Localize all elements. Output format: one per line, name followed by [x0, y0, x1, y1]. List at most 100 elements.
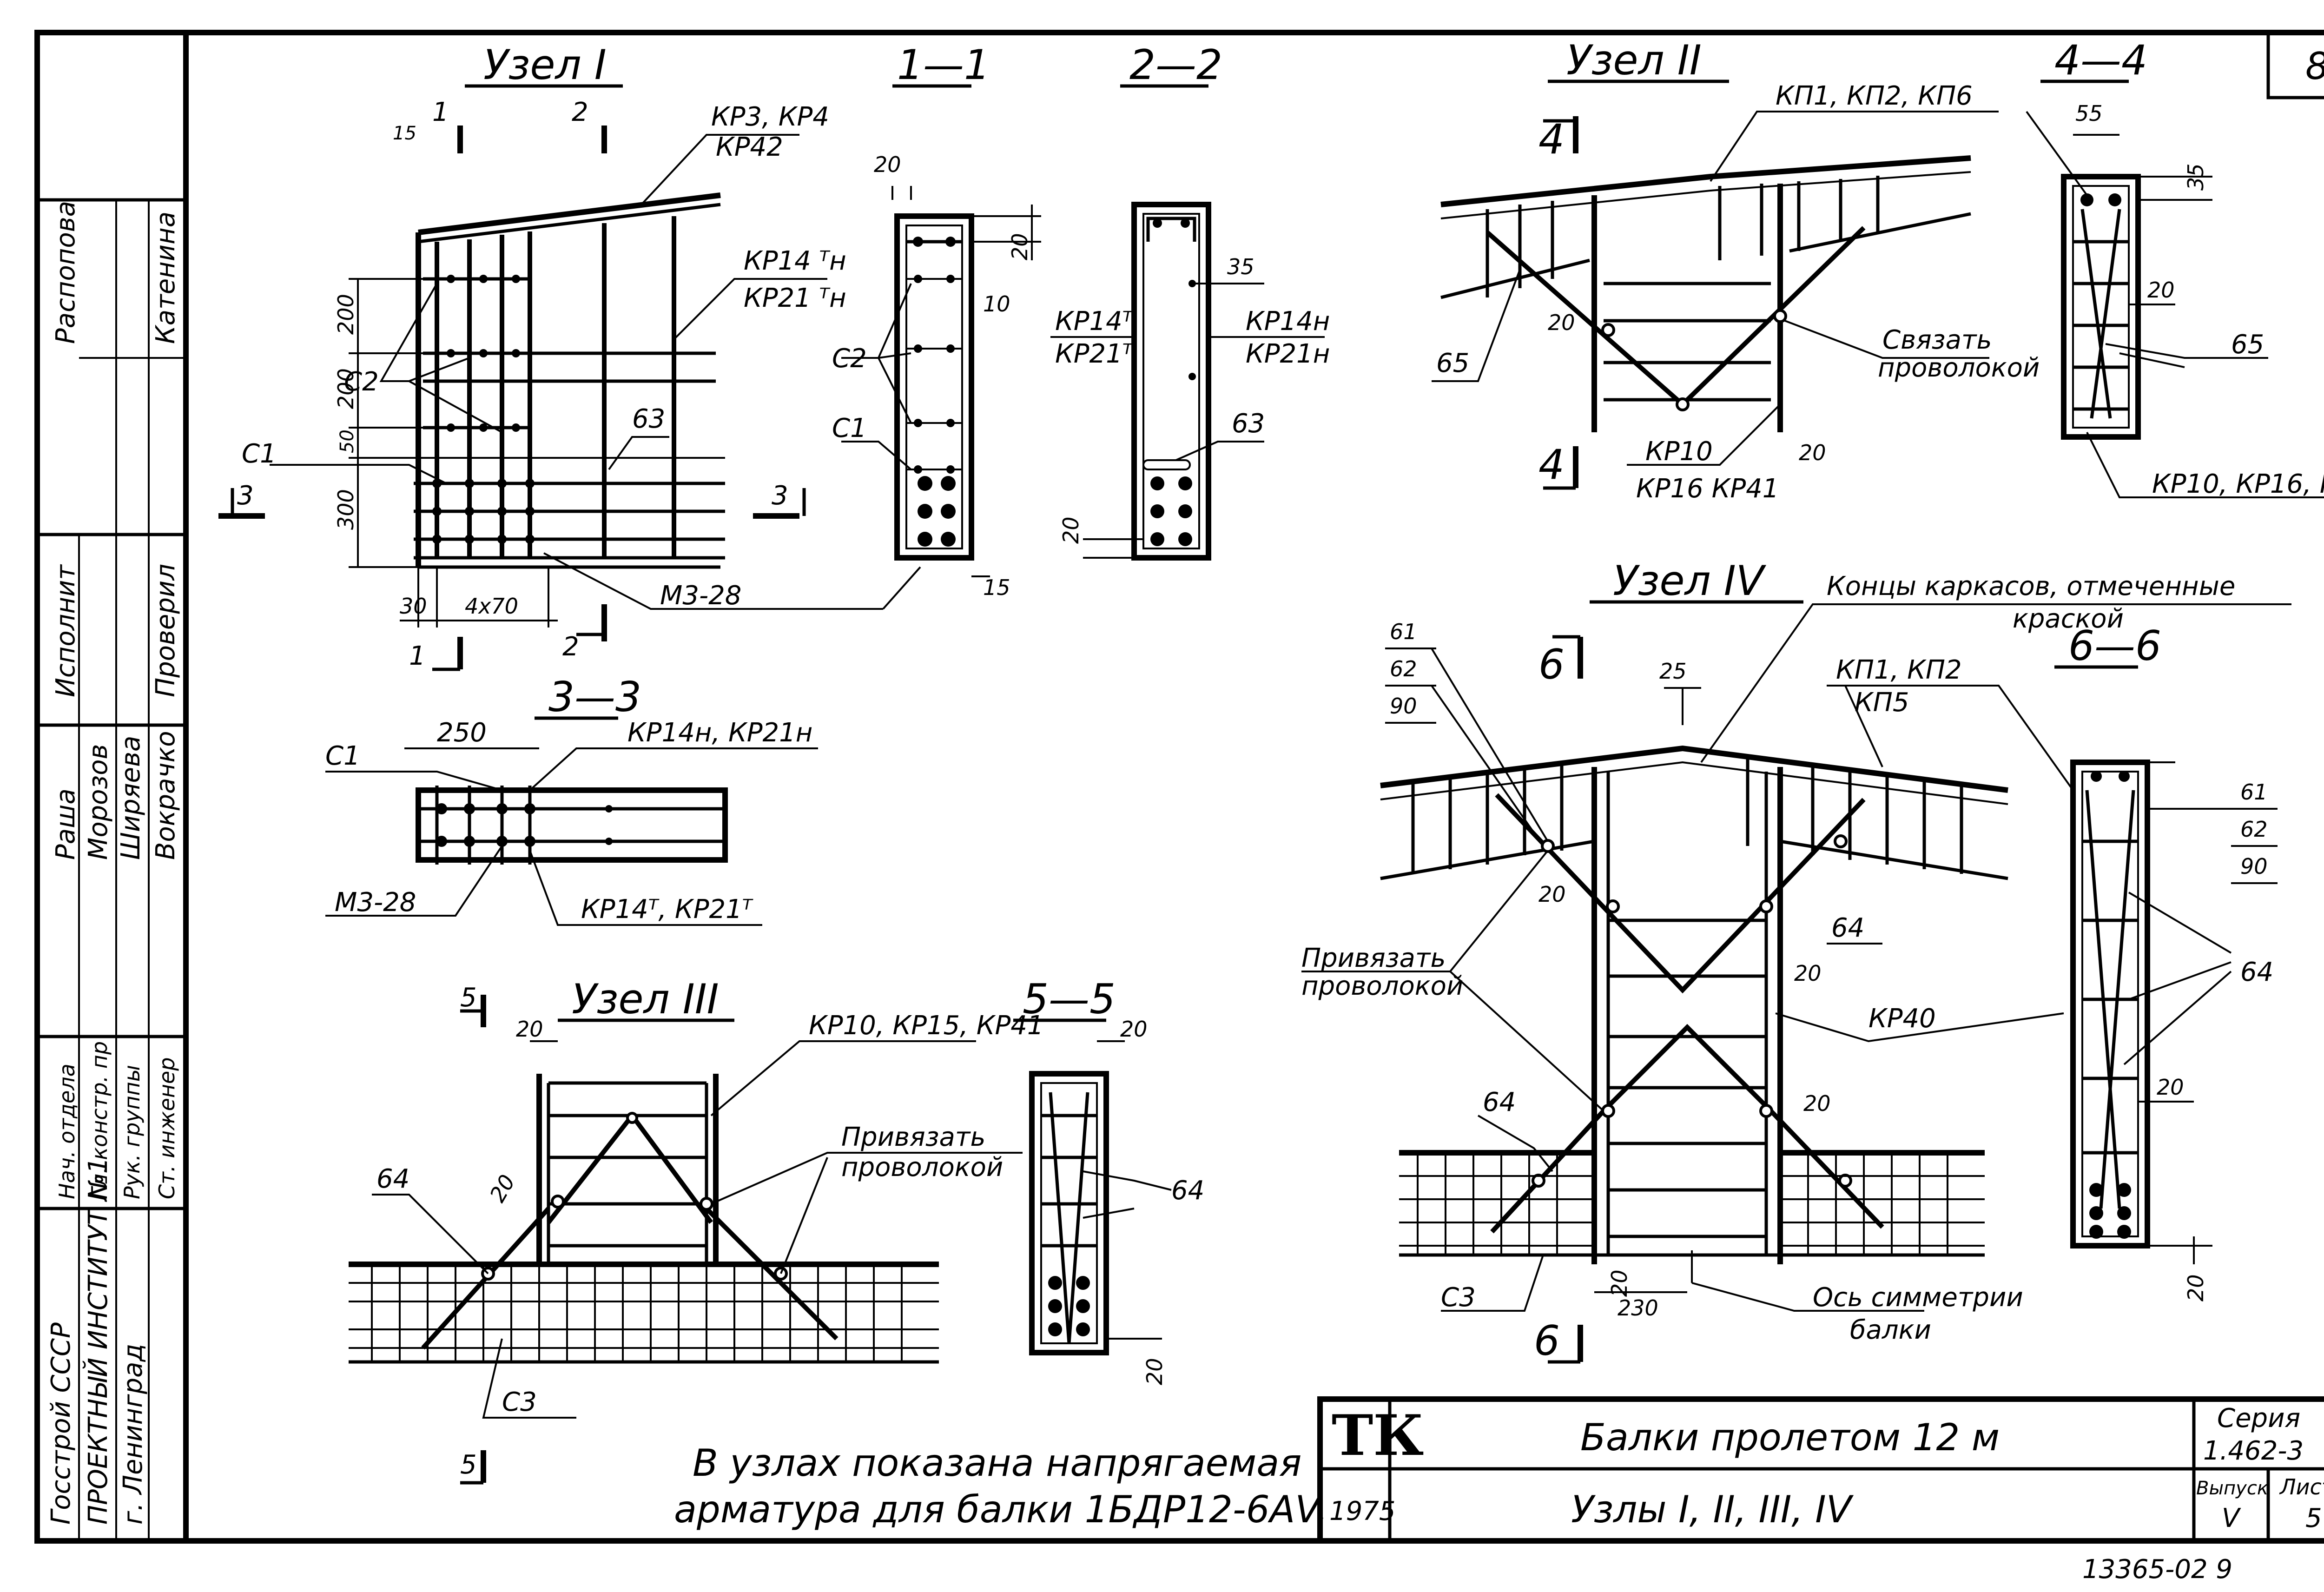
side-stamp: Госстрой СССР ПРОЕКТНЫЙ ИНСТИТУТ №1 г. Л… — [37, 198, 186, 1541]
stamp-name-3: Ширяева — [116, 736, 146, 860]
title-main: Балки пролетом 12 м — [1580, 1416, 2000, 1459]
node-2-label-kr10: КР10 — [1645, 436, 1713, 467]
node-1-dim-30: 30 — [400, 594, 427, 619]
node-3-title: Узел III — [572, 975, 719, 1023]
node-3-tie-2: проволокой — [841, 1152, 1003, 1182]
stamp-name-1: Раша — [51, 788, 81, 860]
general-note: В узлах показана напрягаемая арматура дл… — [674, 1441, 1328, 1531]
node-3-label-64: 64 — [376, 1164, 409, 1194]
stamp-name2-1: Распопова — [51, 201, 81, 344]
node-4-note-1: Концы каркасов, отмеченные — [1827, 571, 2235, 601]
section-6-6-mark-61: 61 — [2240, 779, 2268, 805]
section-2-2: 2—2 КР14ᵀ КР21ᵀ КР14н КР21н 35 63 20 — [1050, 41, 1330, 561]
section-4-4-dim-35: 35 — [2183, 163, 2208, 191]
node-1-cut-2-top: 2 — [572, 97, 588, 127]
stamp-role-1: Нач. отдела — [54, 1064, 79, 1199]
section-6-6-dim-20-side: 20 — [2157, 1075, 2184, 1100]
section-3-3-title: 3—3 — [548, 673, 641, 721]
node-1-callout-kr42: КР42 — [716, 132, 783, 162]
section-1-1-dim-20-top: 20 — [874, 152, 901, 177]
section-1-1-dim-10: 10 — [983, 291, 1010, 317]
section-6-6: 6—6 61 62 90 64 20 20 — [2054, 622, 2278, 1301]
stamp-role-4: Ст. инженер — [154, 1057, 179, 1199]
node-1-dim-50: 50 — [337, 429, 358, 453]
node-2-label-kr16: КР16 КР41 — [1636, 474, 1779, 504]
node-4: Узел IV 6 6 Концы каркасов, отмеченные к… — [1301, 557, 2291, 1365]
node-1-label-c1: С1 — [242, 439, 277, 469]
section-4-4-dim-55: 55 — [2075, 101, 2103, 126]
node-3-dim-20-top: 20 — [516, 1017, 543, 1042]
title-series-label: Серия — [2217, 1403, 2300, 1433]
title-block: ТК 1975 Балки пролетом 12 м Узлы I, II, … — [1317, 1396, 2324, 1544]
stamp-role-2: Гл. констр. пр — [87, 1041, 112, 1199]
stamp-org-1: Госстрой СССР — [46, 1322, 76, 1525]
note-line-1: В узлах показана напрягаемая — [693, 1441, 1301, 1485]
section-6-6-label-64: 64 — [2240, 957, 2273, 987]
title-issue-label: Выпуск — [2196, 1478, 2268, 1499]
node-1-dim-200a: 200 — [333, 294, 358, 335]
section-5-5-title: 5—5 — [1023, 975, 1116, 1023]
section-3-3: 3—3 250 С1 КР14н, КР21н М3-28 КР14ᵀ, КР2… — [325, 673, 818, 926]
title-sheet-label: Лист — [2279, 1474, 2324, 1500]
section-3-3-label-top: КР14н, КР21н — [627, 718, 812, 748]
stamp-name-2: Морозов — [83, 744, 113, 860]
section-6-6-mark-62: 62 — [2240, 817, 2268, 842]
section-1-1-title: 1—1 — [897, 41, 990, 89]
section-1-1-label-c2: С2 — [832, 344, 867, 374]
section-2-2-dim-20: 20 — [1058, 516, 1083, 544]
section-2-2-title: 2—2 — [1129, 41, 1222, 89]
node-1-callout-kr21: КР21 ᵀн — [744, 283, 846, 313]
node-4-label-64-right: 64 — [1831, 913, 1864, 943]
section-2-2-left-kr14: КР14ᵀ — [1055, 306, 1134, 337]
node-4-mark-61: 61 — [1390, 619, 1417, 644]
section-4-4-dim-20: 20 — [2147, 277, 2175, 303]
node-3-cut-top: 5 — [460, 983, 477, 1013]
node-2-cut-top: 4 — [1538, 115, 1565, 163]
node-4-note-2: краской — [2013, 604, 2124, 634]
node-3-label-c3: С3 — [502, 1387, 537, 1417]
node-4-dim-20-c: 20 — [1803, 1091, 1831, 1116]
node-4-cut-top: 6 — [1538, 641, 1565, 688]
node-4-title: Узел IV — [1613, 557, 1767, 605]
sheet-number: 8 — [2305, 45, 2324, 88]
node-4-label-kp5: КП5 — [1855, 687, 1909, 718]
section-6-6-title: 6—6 — [2068, 622, 2161, 670]
node-2-cut-bottom: 4 — [1538, 441, 1565, 489]
section-2-2-dim-35: 35 — [1227, 254, 1254, 279]
node-4-label-c3: С3 — [1441, 1282, 1476, 1313]
node-4-label-kp1: КП1, КП2 — [1836, 655, 1962, 685]
node-1-label-c2: С2 — [344, 367, 379, 397]
node-1-callout-kr3: КР3, КР4 — [711, 102, 829, 132]
node-1-label-m3: М3-28 — [660, 581, 741, 611]
section-5-5-label-64: 64 — [1171, 1176, 1204, 1206]
node-1-dim-15: 15 — [393, 123, 416, 144]
node-1-dim-4x70: 4х70 — [465, 594, 518, 619]
section-3-3-dim-250: 250 — [437, 718, 487, 748]
node-1: Узел I 1 2 15 — [218, 41, 921, 671]
node-4-dim-230: 230 — [1618, 1295, 1658, 1321]
node-1-cut-2-bottom: 2 — [562, 632, 579, 662]
node-2-tie-2: проволокой — [1878, 353, 2040, 383]
stamp-org-3: г. Ленинград — [118, 1344, 148, 1525]
node-3-dim-20-diag: 20 — [485, 1170, 520, 1207]
node-2-dim-20-bottom: 20 — [1799, 440, 1826, 465]
section-2-2-left-kr21: КР21ᵀ — [1055, 339, 1134, 369]
node-4-mark-62: 62 — [1390, 656, 1417, 681]
node-1-dim-200b: 200 — [333, 368, 358, 409]
section-2-2-label-63: 63 — [1232, 409, 1265, 439]
section-6-6-mark-90: 90 — [2240, 854, 2268, 879]
document-number: 13365-02 9 — [2082, 1554, 2232, 1585]
section-5-5: 5—5 20 20 64 — [1013, 975, 1204, 1385]
title-sheet: 5 — [2305, 1503, 2322, 1533]
node-1-cut-1-top: 1 — [432, 97, 449, 127]
node-3-cut-bottom: 5 — [460, 1450, 477, 1480]
section-4-4-title: 4—4 — [2054, 36, 2147, 84]
node-2-label-65: 65 — [1436, 348, 1469, 378]
stamp-role-3: Рук. группы — [119, 1065, 145, 1199]
section-5-5-dim-20-bottom: 20 — [1142, 1358, 1167, 1385]
section-1-1-dim-15: 15 — [983, 575, 1010, 600]
section-1-1-dim-20-right: 20 — [1007, 233, 1032, 260]
node-3: Узел III 5 5 — [349, 975, 1044, 1485]
node-3-callout-kr10: КР10, КР15, КР41 — [809, 1011, 1044, 1041]
section-6-6-dim-20-bottom: 20 — [2183, 1274, 2208, 1301]
